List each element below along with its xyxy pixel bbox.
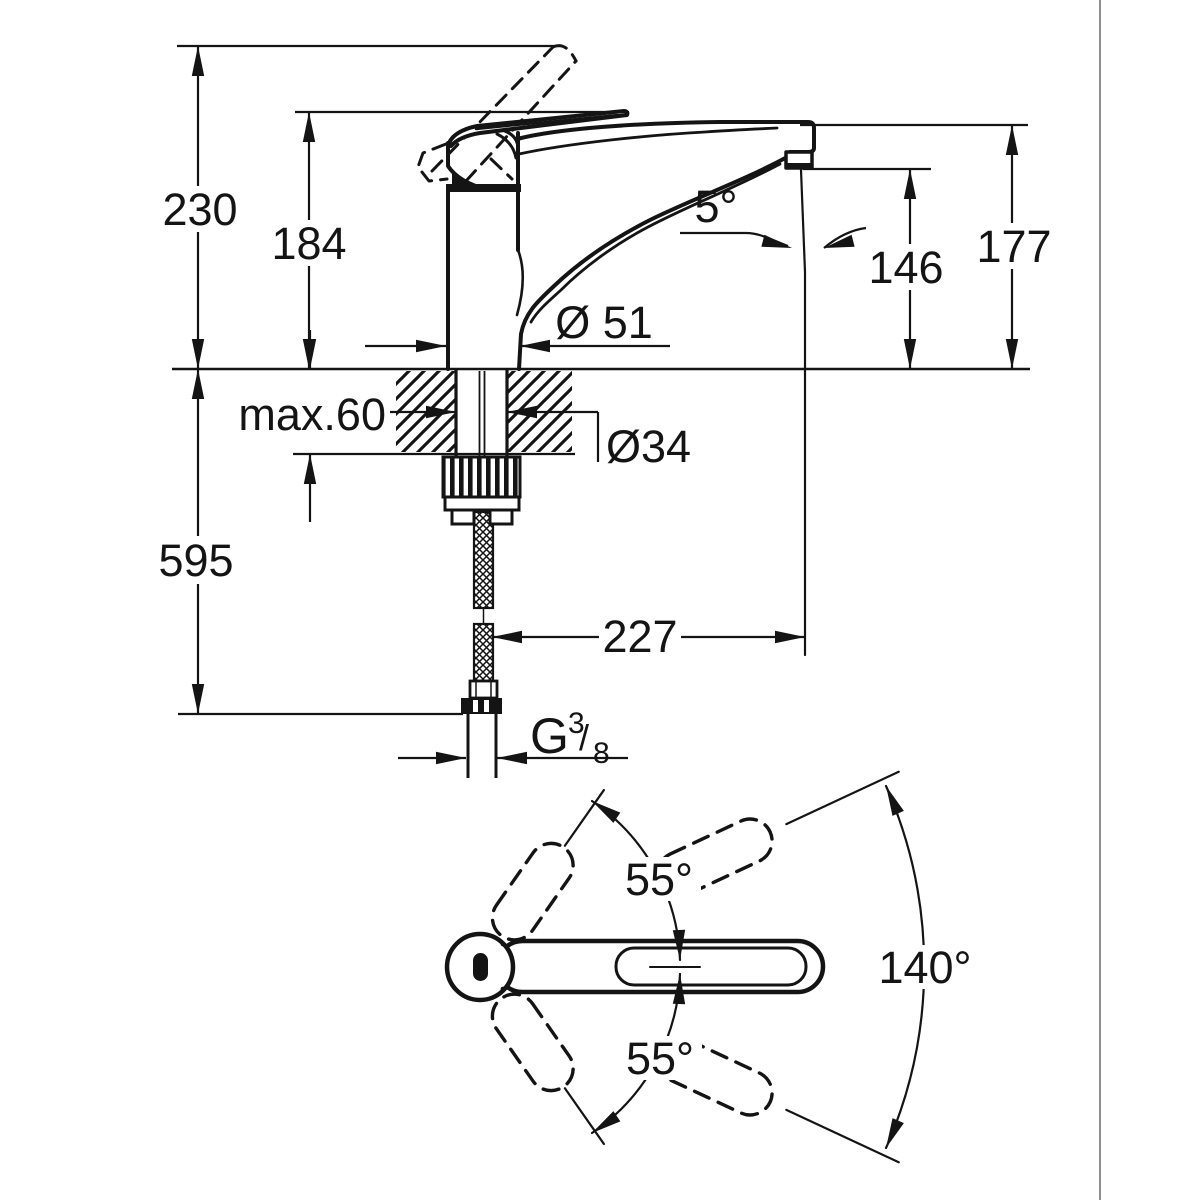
label-overall-height: 230 bbox=[162, 184, 237, 235]
handle-position-upper-left-dashed bbox=[490, 788, 605, 942]
mounting-nut-tab-left bbox=[450, 508, 476, 526]
body-neck-line bbox=[515, 248, 525, 317]
spout-under-inner bbox=[529, 162, 782, 324]
hose-end-connector-lines bbox=[475, 681, 492, 698]
label-body-diameter: Ø 51 bbox=[555, 297, 653, 348]
spout-top-edge bbox=[515, 120, 790, 141]
hose-upper-braid bbox=[472, 510, 495, 610]
label-shank-diameter: Ø34 bbox=[606, 421, 691, 472]
handle-cap-dome bbox=[495, 132, 518, 160]
label-lever-height: 184 bbox=[271, 218, 346, 269]
shank-inner-lines bbox=[478, 371, 486, 457]
spout-under-edge bbox=[517, 154, 791, 371]
label-below-deck-length: 595 bbox=[158, 535, 233, 586]
label-stream-angle: 5° bbox=[694, 181, 737, 232]
cap-seam-band bbox=[446, 184, 521, 192]
label-swing-lower: 55° bbox=[626, 1033, 694, 1084]
label-outlet-height: 146 bbox=[868, 242, 943, 293]
handle-hub-slot bbox=[473, 953, 488, 981]
hose-end-nut-slit-2 bbox=[484, 700, 489, 712]
shank-outer-lines bbox=[454, 369, 509, 457]
label-swing-upper: 55° bbox=[625, 854, 693, 905]
faucet-top-view bbox=[444, 770, 926, 1164]
label-thread-numerator: 3 bbox=[568, 707, 585, 740]
hose-end-nut-slit-1 bbox=[473, 700, 478, 712]
leader-5deg-right bbox=[823, 226, 867, 249]
spout-outlet-face bbox=[786, 163, 812, 168]
handle-top-view-inner bbox=[614, 946, 808, 987]
spout-head bbox=[786, 120, 816, 154]
label-spout-height: 177 bbox=[976, 221, 1051, 272]
mounting-nut-flange bbox=[443, 495, 521, 512]
hose-end-nut bbox=[461, 698, 502, 714]
handle-position-lower-left-dashed bbox=[490, 992, 605, 1146]
label-thread-denominator: 8 bbox=[593, 737, 610, 770]
label-thread-prefix: G bbox=[530, 708, 569, 764]
label-thread-slash: / bbox=[579, 717, 589, 758]
dimension-labels: 230 184 595 146 177 227 Ø 51 Ø34 max.60 … bbox=[158, 181, 1051, 1084]
faucet-side-view bbox=[416, 44, 816, 657]
label-masks bbox=[162, 187, 1048, 1080]
water-stream-line bbox=[799, 168, 807, 274]
handle-hub-dot-top bbox=[500, 941, 506, 947]
handle-hub-dot-bottom bbox=[500, 986, 506, 992]
label-swivel-total: 140° bbox=[878, 942, 971, 993]
label-deck-thickness: max.60 bbox=[238, 389, 386, 440]
hose-end-connector bbox=[468, 679, 499, 700]
lever-blade-inner-line bbox=[474, 113, 620, 131]
spout-top-inner bbox=[517, 126, 779, 156]
hose-lower-braid bbox=[472, 622, 495, 683]
mounting-nut-tab-right bbox=[488, 508, 514, 526]
lever-raised-dashed bbox=[416, 44, 578, 183]
connection-pipe bbox=[466, 714, 498, 778]
label-spout-reach: 227 bbox=[602, 611, 677, 662]
mounting-nut-crown bbox=[441, 455, 522, 499]
